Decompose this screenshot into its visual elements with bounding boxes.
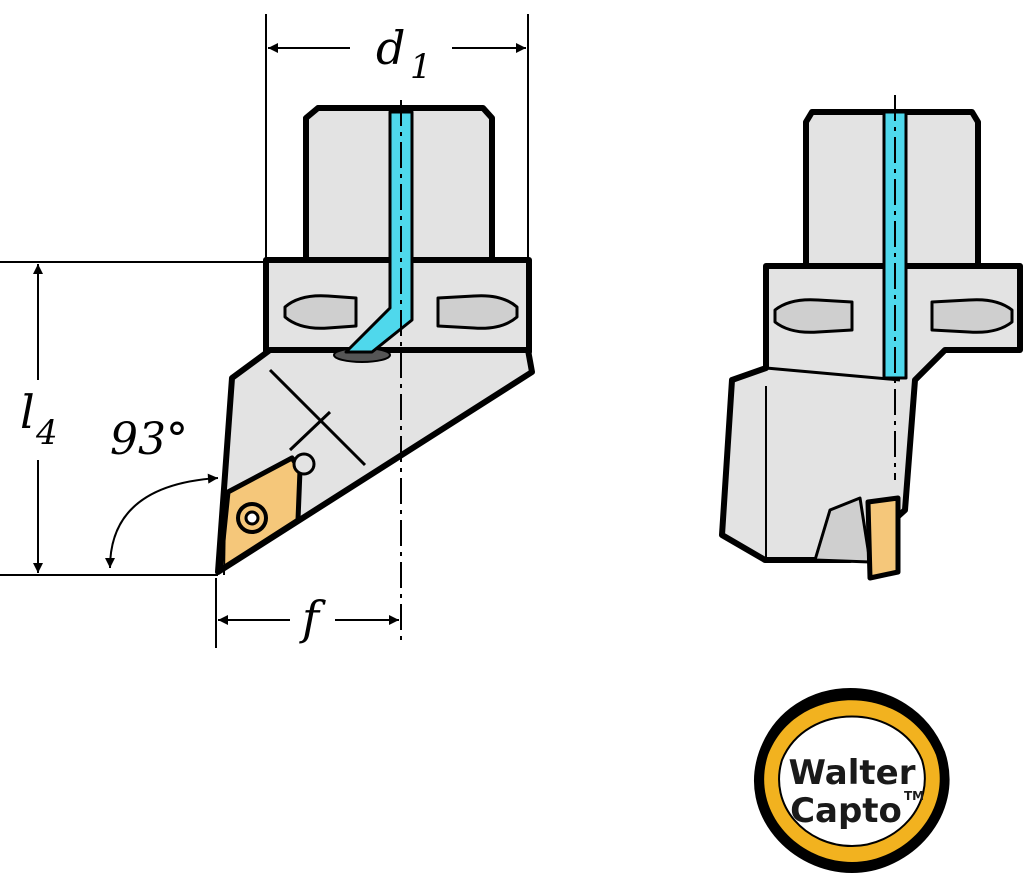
- dim-l4-label: l: [20, 385, 35, 439]
- logo-inner-field: [778, 715, 926, 848]
- front-slot-right: [436, 294, 519, 330]
- side-slot-right: [930, 298, 1014, 334]
- dim-d1-subscript: 1: [410, 47, 432, 87]
- front-head-edge: [268, 368, 367, 467]
- side-insert: [865, 495, 901, 581]
- walter-capto-logo: Walter Capto TM: [754, 688, 950, 874]
- side-head-edge: [765, 366, 901, 382]
- angle-label: 93°: [110, 414, 188, 465]
- dim-d1-label: d: [376, 21, 405, 75]
- logo-text-walter: Walter: [789, 753, 916, 793]
- logo-text-capto: Capto: [790, 791, 902, 831]
- front-slot-left: [283, 294, 358, 330]
- front-clamp-line: [288, 410, 332, 452]
- front-coolant-channel: [344, 110, 414, 354]
- dim-l4-subscript: 4: [35, 413, 58, 453]
- insert-screw-center: [244, 510, 260, 526]
- side-slot-left: [773, 298, 854, 334]
- dimension-lines: [0, 14, 529, 648]
- logo-trademark: TM: [904, 789, 924, 803]
- front-view: [215, 100, 535, 645]
- side-view: [719, 95, 1023, 581]
- dim-f-label: f: [299, 591, 326, 645]
- clamp-pin: [292, 452, 316, 476]
